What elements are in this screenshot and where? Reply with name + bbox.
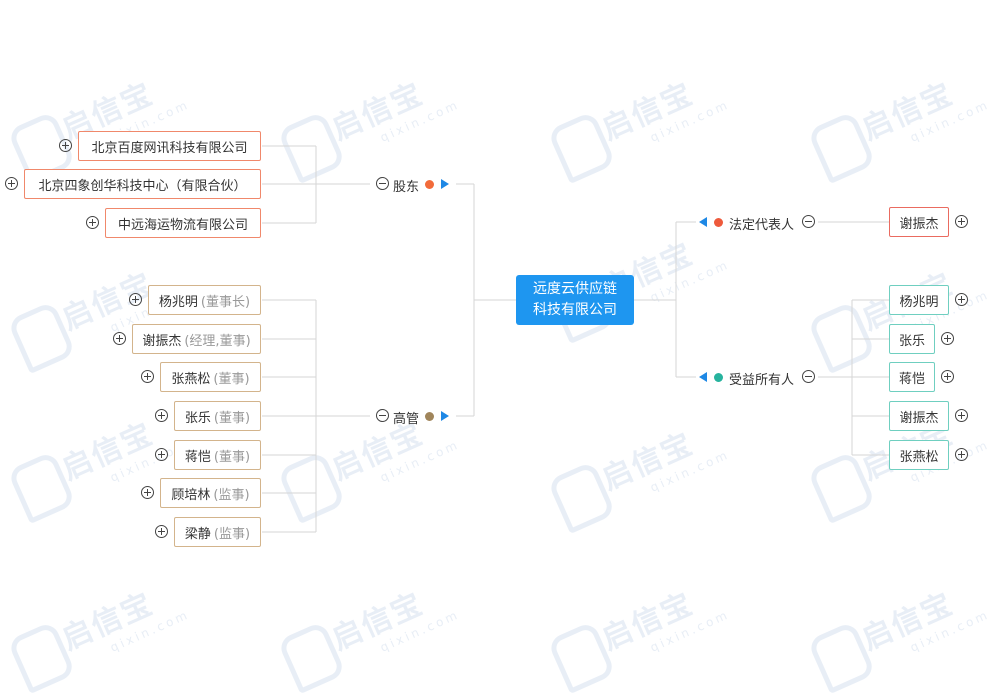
executive-dot xyxy=(425,412,434,421)
center-company-node[interactable]: 远度云供应链 科技有限公司 xyxy=(516,275,634,325)
expand-plus-icon[interactable] xyxy=(955,215,968,228)
collapse-minus-icon[interactable] xyxy=(376,177,389,190)
collapse-minus-icon[interactable] xyxy=(802,215,815,228)
shareholder-node[interactable]: 北京四象创华科技中心（有限合伙） xyxy=(24,169,261,199)
legal-rep-node[interactable]: 谢振杰 xyxy=(889,207,949,237)
expand-plus-icon[interactable] xyxy=(113,332,126,345)
expand-plus-icon[interactable] xyxy=(59,139,72,152)
executive-node[interactable]: 张燕松 (董事) xyxy=(160,362,261,392)
expand-plus-icon[interactable] xyxy=(5,177,18,190)
node-label: 谢振杰 xyxy=(899,216,939,232)
company-name-line1: 远度云供应链 xyxy=(533,281,617,297)
node-label: 梁静 xyxy=(184,526,211,542)
node-label: 张燕松 xyxy=(899,449,939,465)
node-label: 杨兆明 xyxy=(899,294,939,310)
expand-plus-icon[interactable] xyxy=(155,448,168,461)
node-label: 北京百度网讯科技有限公司 xyxy=(91,140,248,156)
category-label-beneficiaries: 受益所有人 xyxy=(729,373,795,388)
expand-plus-icon[interactable] xyxy=(155,409,168,422)
collapse-minus-icon[interactable] xyxy=(802,370,815,383)
shareholder-dot xyxy=(425,180,434,189)
connector-lines xyxy=(262,145,889,533)
node-label: 谢振杰 xyxy=(142,333,182,349)
beneficiary-node[interactable]: 张燕松 xyxy=(889,440,949,470)
beneficiary-node[interactable]: 杨兆明 xyxy=(889,285,949,315)
executive-node[interactable]: 杨兆明 (董事长) xyxy=(148,285,261,315)
company-name-line2: 科技有限公司 xyxy=(533,302,617,318)
node-label: 顾培林 xyxy=(171,487,211,503)
arrow-left-icon[interactable] xyxy=(699,372,707,382)
executive-node[interactable]: 谢振杰 (经理,董事) xyxy=(132,324,261,354)
category-label-shareholders: 股东 xyxy=(393,180,420,195)
expand-plus-icon[interactable] xyxy=(955,409,968,422)
expand-plus-icon[interactable] xyxy=(955,448,968,461)
expand-plus-icon[interactable] xyxy=(129,293,142,306)
beneficiary-node[interactable]: 张乐 xyxy=(889,324,935,354)
expand-plus-icon[interactable] xyxy=(86,216,99,229)
arrow-left-icon[interactable] xyxy=(699,217,707,227)
beneficiary-dot xyxy=(714,373,723,382)
node-label: 蒋恺 xyxy=(184,449,211,465)
node-label: 北京四象创华科技中心（有限合伙） xyxy=(38,178,247,194)
executive-node[interactable]: 张乐 (董事) xyxy=(174,401,261,431)
node-role: (经理,董事) xyxy=(184,333,251,349)
node-role: (董事) xyxy=(213,410,251,426)
expand-plus-icon[interactable] xyxy=(141,486,154,499)
executive-node[interactable]: 梁静 (监事) xyxy=(174,517,261,547)
executive-node[interactable]: 蒋恺 (董事) xyxy=(174,440,261,470)
expand-plus-icon[interactable] xyxy=(941,332,954,345)
node-role: (董事) xyxy=(213,449,251,465)
beneficiary-node[interactable]: 谢振杰 xyxy=(889,401,949,431)
node-role: (监事) xyxy=(213,487,250,503)
expand-plus-icon[interactable] xyxy=(141,370,154,383)
collapse-minus-icon[interactable] xyxy=(376,409,389,422)
expand-plus-icon[interactable] xyxy=(155,525,168,538)
category-label-executives: 高管 xyxy=(393,412,420,427)
node-role: (董事长) xyxy=(200,294,251,310)
node-role: (董事) xyxy=(213,371,250,387)
category-label-legal-rep: 法定代表人 xyxy=(729,218,795,233)
node-label: 张乐 xyxy=(898,333,925,349)
beneficiary-node[interactable]: 蒋恺 xyxy=(889,362,935,392)
expand-plus-icon[interactable] xyxy=(955,293,968,306)
arrow-right-icon[interactable] xyxy=(441,179,449,189)
expand-plus-icon[interactable] xyxy=(941,370,954,383)
node-role: (监事) xyxy=(213,526,251,542)
node-label: 杨兆明 xyxy=(158,294,198,310)
legal-rep-dot xyxy=(714,218,723,227)
executive-node[interactable]: 顾培林 (监事) xyxy=(160,478,261,508)
node-label: 张燕松 xyxy=(171,371,211,387)
node-label: 中远海运物流有限公司 xyxy=(117,217,248,233)
node-label: 张乐 xyxy=(184,410,211,426)
shareholder-node[interactable]: 中远海运物流有限公司 xyxy=(105,208,261,238)
node-label: 谢振杰 xyxy=(899,410,939,426)
arrow-right-icon[interactable] xyxy=(441,411,449,421)
node-label: 蒋恺 xyxy=(898,371,925,387)
shareholder-node[interactable]: 北京百度网讯科技有限公司 xyxy=(78,131,261,161)
